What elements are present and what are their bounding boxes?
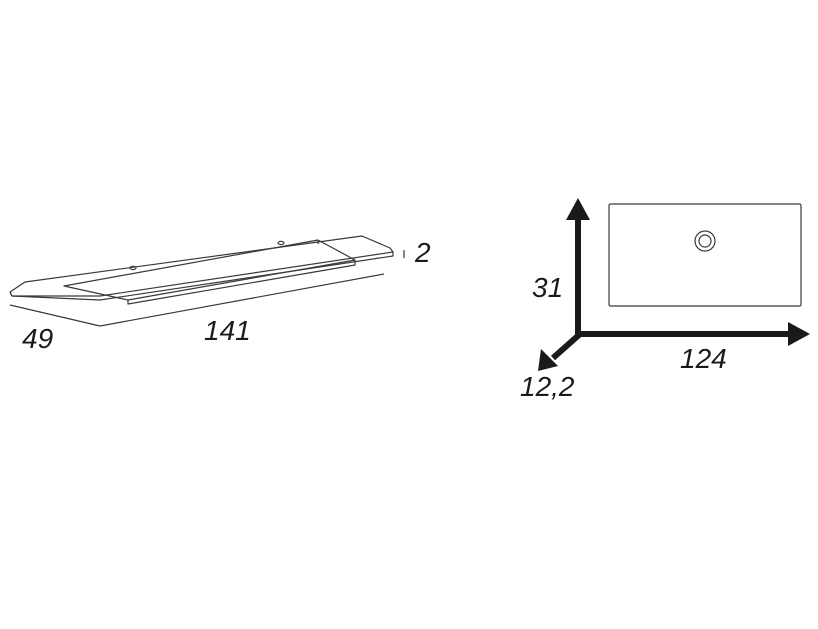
front-panel-rectangle [608,203,802,307]
tap-hole-right [277,240,285,246]
height-label-31: 31 [532,272,563,303]
depth-axis-shaft [551,331,582,361]
axis-arrows [538,198,810,371]
countertop-front-edge [11,252,394,301]
height-axis-arrowhead [566,198,590,220]
basin-opening [63,239,356,301]
front-elevation-view [608,203,802,307]
thickness-label-2: 2 [414,237,431,268]
basin-inner-wall [127,260,356,305]
tap-hole-left [129,265,137,271]
drain-outer-ring [694,230,716,252]
countertop-top-surface [9,235,394,297]
drain-inner-ring [698,234,712,248]
countertop-perspective-view [9,235,405,327]
depth-axis-arrowhead [538,349,558,371]
length-label-141: 141 [204,315,251,346]
width-axis-arrowhead [788,322,810,346]
depth-label-12-2: 12,2 [520,371,575,402]
length-dimension-line [99,273,385,327]
width-label-124: 124 [680,343,727,374]
depth-dimension-line [9,304,101,327]
depth-label-49: 49 [22,323,53,354]
